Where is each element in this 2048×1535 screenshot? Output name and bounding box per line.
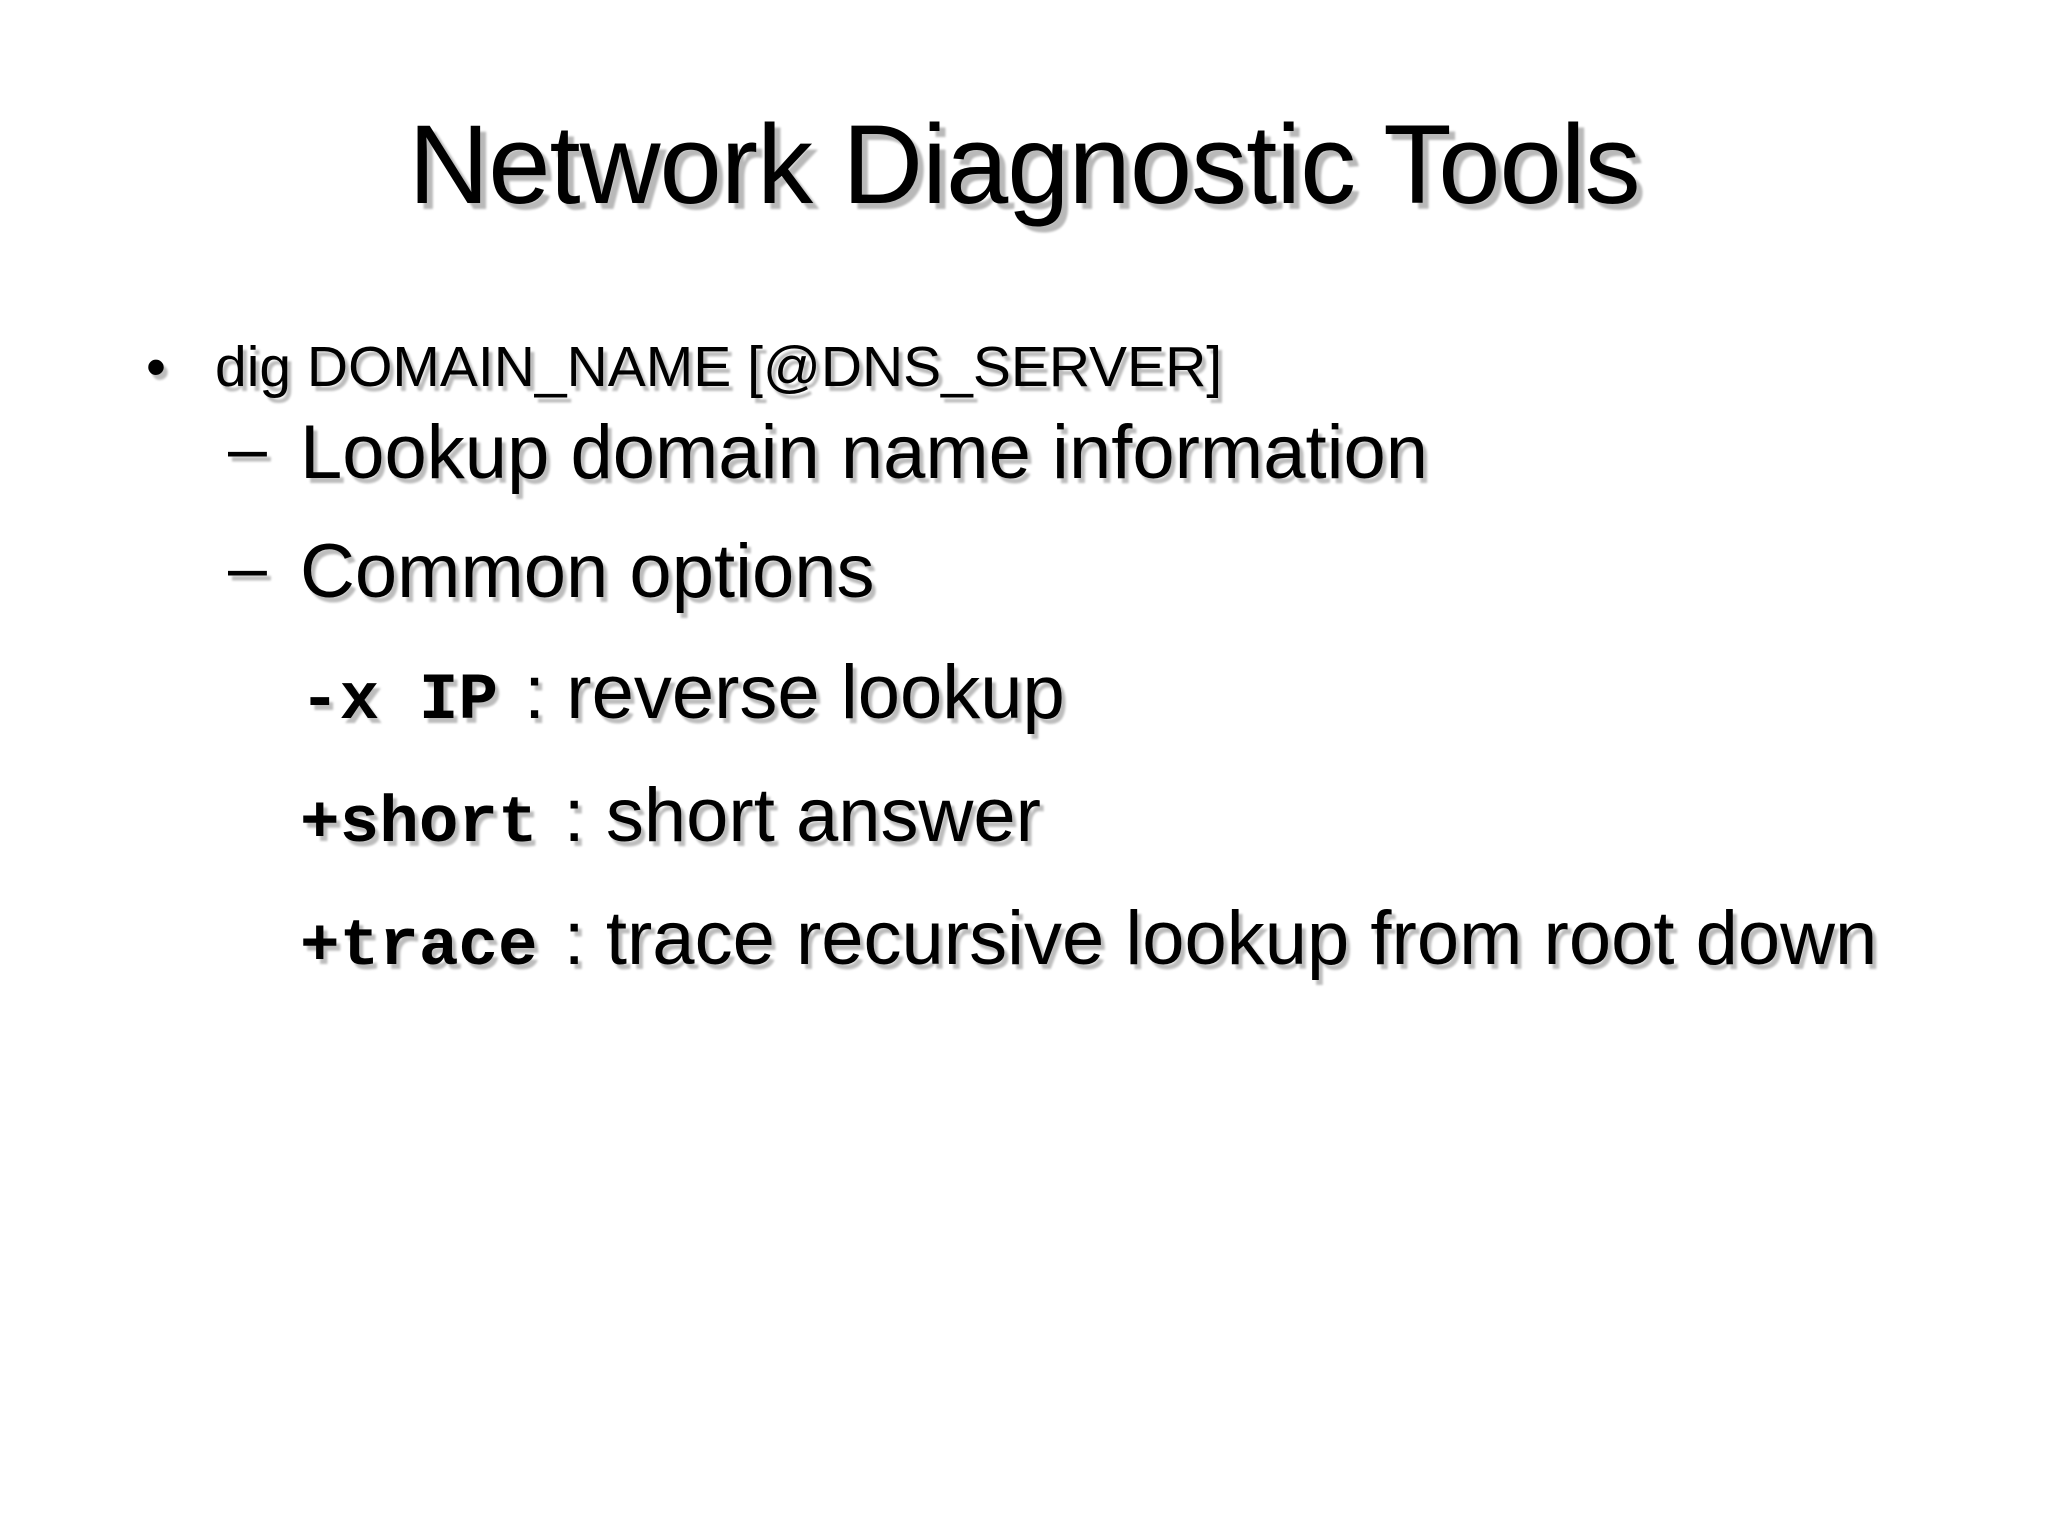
bullet-marker: • [146, 335, 166, 399]
option-line-reverse-lookup: -x IP : reverse lookup [0, 645, 2048, 748]
sub-bullet-text: Lookup domain name information [300, 410, 1429, 495]
option-code: +short [300, 786, 538, 861]
dash-marker: – [228, 528, 267, 606]
bullet-text: dig DOMAIN_NAME [@DNS_SERVER] [215, 335, 1223, 399]
sub-bullet-text: Common options [300, 529, 875, 614]
option-code: -x IP [300, 663, 499, 738]
option-description: : trace recursive lookup from root down [563, 896, 1878, 981]
option-description: : reverse lookup [524, 650, 1065, 735]
sub-bullet-lookup: – Lookup domain name information [0, 405, 2048, 500]
bullet-item-dig: • dig DOMAIN_NAME [@DNS_SERVER] [0, 331, 2048, 403]
option-line-short-answer: +short : short answer [0, 768, 2048, 871]
sub-bullet-common-options: – Common options [0, 524, 2048, 619]
option-line-trace: +trace : trace recursive lookup from root… [0, 891, 2048, 994]
option-description: : short answer [563, 773, 1041, 858]
dash-marker: – [228, 409, 267, 487]
slide-title: Network Diagnostic Tools [408, 102, 1640, 227]
option-code: +trace [300, 909, 538, 984]
